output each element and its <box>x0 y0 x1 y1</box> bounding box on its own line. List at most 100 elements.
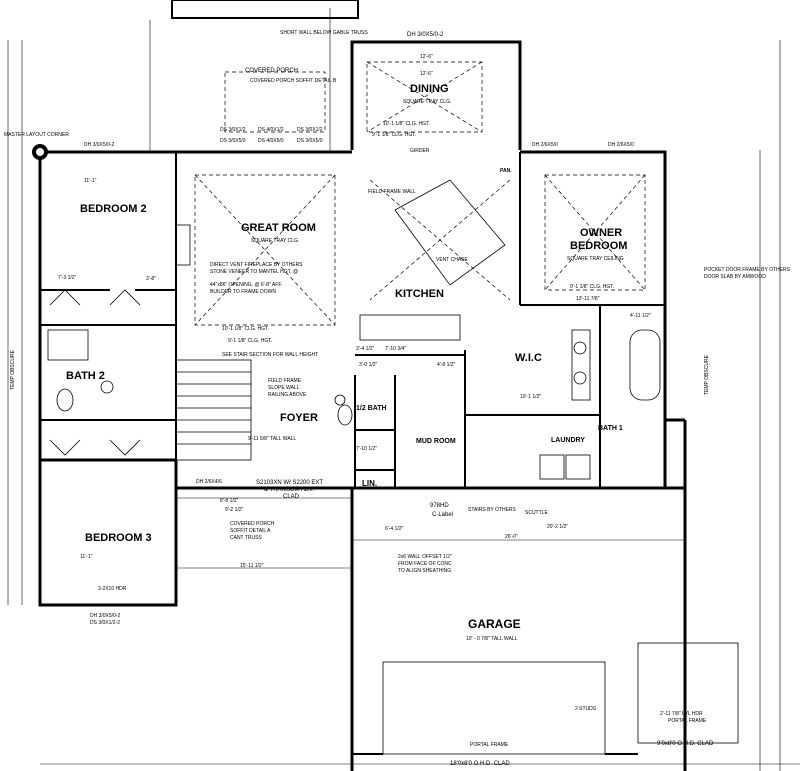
vanity-bath1 <box>571 329 591 401</box>
dining-walls <box>350 40 522 150</box>
bifold-bed2-a <box>49 289 81 306</box>
dim-hdr-bed3: 3-2X10 HDR <box>98 586 127 592</box>
sink-bath2 <box>100 380 114 394</box>
note-pocket-door-2: DOOR SLAB BY AMWOOD <box>704 274 766 280</box>
window-ds-right2: DS 3/0X5/0 <box>297 138 323 144</box>
stairs <box>175 359 252 461</box>
dryer <box>565 454 591 480</box>
room-label-owner: OWNER <box>580 227 622 239</box>
note-field-frame-wall: FIELD FRAME WALL <box>368 189 416 195</box>
dim-dining-clg: 10'-1 1/8" CLG. HGT. <box>383 121 430 127</box>
room-label-great-room: GREAT ROOM <box>241 222 316 234</box>
room-label-mud-room: MUD ROOM <box>416 438 456 445</box>
toilet-bath2 <box>56 388 74 412</box>
sink-1 <box>573 341 587 355</box>
dim-owner-width: 13'-11 7/8" <box>576 296 600 302</box>
dim-wic-left: 4'-8 1/2" <box>437 362 456 368</box>
dim-bed3-width: 11'-1" <box>80 554 93 560</box>
dim-bed2-closet: 7'-3 1/2" <box>58 275 77 281</box>
dim-bed2-closet-b: 3'-8" <box>146 276 156 282</box>
notes: MASTER LAYOUT CORNER SHORT WALL BELOW GA… <box>4 30 791 767</box>
note-c-label: C-Label <box>432 512 453 518</box>
washer <box>539 454 565 480</box>
note-portal-frame-2: PORTAL FRAME <box>668 718 707 724</box>
dim-foyer-wall: 9'-11 5/8" TALL WALL <box>248 436 296 442</box>
room-label-pantry: PAN. <box>500 168 512 174</box>
owner-ceiling-note: SQUARE TRAY CEILING <box>567 256 624 262</box>
room-label-half-bath: 1/2 BATH <box>356 405 387 412</box>
note-girder: GIRDER <box>410 148 430 154</box>
porch-soffit <box>224 71 326 133</box>
dim-kitchen-counter: 7'-10 3/4" <box>385 346 406 352</box>
dim-wic-width: 10'-1 1/2" <box>520 394 541 400</box>
window-bed2: DH 3/0X5/0-2 <box>84 142 115 148</box>
dimension-text: 11'-1" 12'-6" 10'-1 1/8" CLG. HGT. 10'-1… <box>58 54 703 717</box>
room-label-owner-bedroom: BEDROOM <box>570 240 627 252</box>
dim-lvl-hdr: 2'-11 7/8" LVL HDR <box>660 711 703 717</box>
window-bed3-2: DS 3/0X1/2-2 <box>90 620 120 626</box>
window-ds-left2: DS 3/0X5/0 <box>220 138 246 144</box>
note-vent-chase: VENT CHASE <box>436 257 469 263</box>
note-fireplace-2: STONE VENEER TO MANTEL HGT. @ <box>210 269 298 275</box>
note-front-door-3: CLAD <box>283 494 300 500</box>
window-foyer: DH 2/6X4/6 <box>196 479 222 485</box>
bifold-bed3-b <box>109 439 141 456</box>
porch-top-wall <box>171 0 359 19</box>
dim-garage-depth: 20'-2 1/2" <box>547 524 568 530</box>
window-bed3-1: DH 3/0X5/0-2 <box>90 613 121 619</box>
note-front-door-1: S2103XN W/ S2200 EXT <box>256 480 323 486</box>
note-wall-offset-2: FROM FACE OF CONC <box>398 561 452 567</box>
garage-door-large <box>382 661 606 755</box>
dim-porch-width: 15'-11 1/2" <box>240 563 264 569</box>
note-scuttle: SCUTTLE <box>525 510 548 516</box>
note-cant-truss-2: SOFFIT DETAIL A <box>230 528 271 534</box>
owner-tray <box>544 174 646 291</box>
note-field-frame-2: SLOPE WALL <box>268 385 300 391</box>
note-garage-door-1: 18'0x8'0 O.H.D. CLAD <box>450 761 510 767</box>
dim-bed2-width: 11'-1" <box>84 178 97 184</box>
note-fireplace-4: BUILDER TO FRAME DOWN <box>210 289 276 295</box>
great-room-tray <box>194 174 336 326</box>
dining-ceiling-note: SQUARE TRAY CLG. <box>403 99 451 105</box>
note-wall-offset-1: 2x6 WALL OFFSET 1/2" <box>398 554 452 560</box>
walls <box>38 0 739 771</box>
dim-garage-width: 26'-0" <box>505 534 518 540</box>
garage-door-small <box>637 642 739 744</box>
tub-bath2 <box>47 329 89 361</box>
sink-half-bath <box>334 394 346 406</box>
note-temp-obscure-right: TEMP OBSCURE <box>704 354 710 395</box>
note-garage-door-2: 9'0x8'0 O.H.D. CLAD <box>657 741 714 747</box>
window-ds-left: DS 3/0X1/2 <box>220 127 246 133</box>
note-fireplace-3: 44"x86" OPENING, @ 6'-8" AFF. <box>210 282 282 288</box>
dim-mud-width: 6'-4 1/2" <box>385 526 404 532</box>
dim-half-bath-w: 3'-0 1/2" <box>359 362 378 368</box>
dim-door-978hd: 978HD <box>430 503 449 509</box>
room-label-bedroom2: BEDROOM 2 <box>80 203 147 215</box>
note-cant-truss-3: CANT TRUSS <box>230 535 262 541</box>
dim-half-bath-d: 3'-4 1/2" <box>356 346 375 352</box>
bifold-bed2-b <box>109 289 141 306</box>
fireplace <box>175 224 191 266</box>
note-stair-section: SEE STAIR SECTION FOR WALL HEIGHT <box>222 352 318 358</box>
room-label-covered-porch: COVERED PORCH <box>245 68 298 74</box>
kitchen-counter <box>359 314 461 341</box>
dim-studs: 2 STUDS <box>575 706 597 712</box>
dim-dining-depth: 12'-6" <box>420 54 433 60</box>
dim-great-clg2: 9'-1 1/8" CLG. HGT. <box>228 338 272 344</box>
fixtures <box>32 144 661 480</box>
note-fireplace-1: DIRECT VENT FIREPLACE BY OTHERS <box>210 262 303 268</box>
window-callouts: DH 3/0X5/0-2 DS 3/0X1/2 DS 3/0X5/0 DS 4/… <box>84 32 634 626</box>
sink-2 <box>573 371 587 385</box>
room-labels: BEDROOM 2 GREAT ROOM SQUARE TRAY CLG. KI… <box>66 68 627 642</box>
dim-owner-clg: 9'-1 1/8" CLG. HGT. <box>570 284 614 290</box>
room-label-laundry: LAUNDRY <box>551 437 585 444</box>
note-temp-obscure-left: TEMP OBSCURE <box>10 349 16 390</box>
window-ds-mid: DS 4/0X1/2 <box>258 127 284 133</box>
note-porch-soffit: COVERED PORCH SOFFIT DETAIL B <box>250 78 337 84</box>
room-label-bedroom3: BEDROOM 3 <box>85 532 152 544</box>
room-label-dining: DINING <box>410 83 449 95</box>
garage-wall-note: 10' - 0 7/8" TALL WALL <box>466 636 518 642</box>
room-label-foyer: FOYER <box>280 412 318 424</box>
bifold-bed3-a <box>49 439 81 456</box>
